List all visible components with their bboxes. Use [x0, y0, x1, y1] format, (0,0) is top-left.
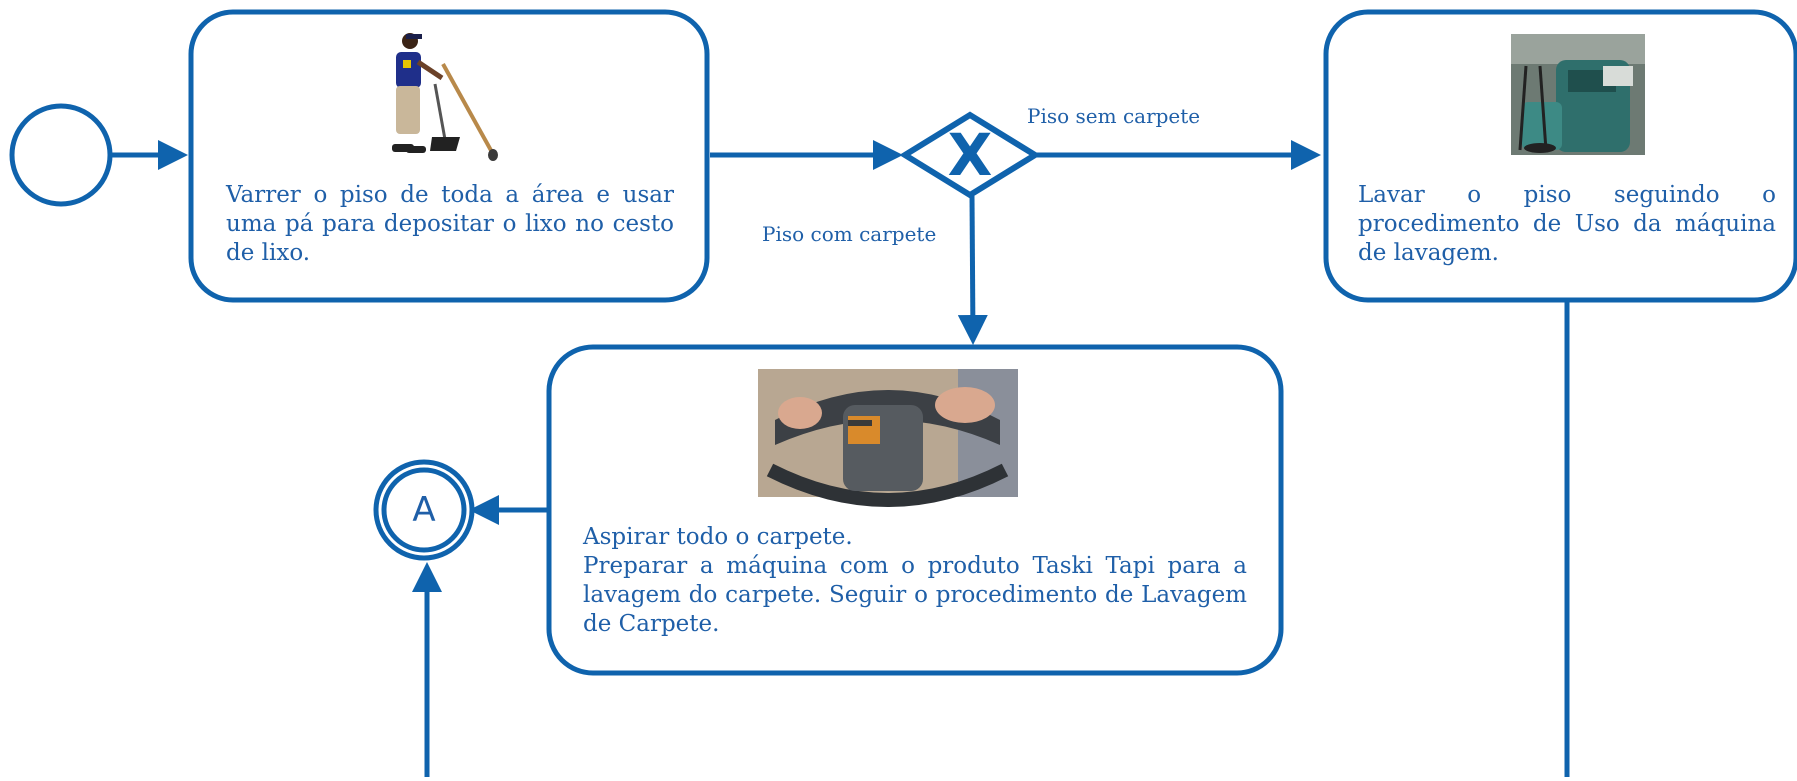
task-carpet-line1: Aspirar todo o carpete.	[583, 524, 853, 550]
person-sweeping-icon	[392, 33, 498, 161]
connector-letter: A	[412, 490, 436, 530]
exclusive-gateway	[899, 111, 1041, 199]
task-wash-floor-box	[1323, 9, 1797, 303]
task-sweep-text: Varrer o piso de toda a área e usar uma …	[226, 182, 674, 266]
connector-inner-ring	[381, 467, 467, 553]
task-sweep-box	[188, 9, 710, 303]
gateway-x-mark: X	[947, 121, 993, 189]
task-carpet-line2: Preparar a máquina com o produto Taski T…	[583, 553, 1247, 637]
connector-outer-ring	[373, 459, 475, 561]
flow-label-with-carpet: Piso com carpete	[762, 222, 937, 246]
flow-gateway-to-carpet	[957, 195, 988, 345]
task-carpet-text: Aspirar todo o carpete. Preparar a máqui…	[583, 523, 1247, 639]
flow-label-no-carpet: Piso sem carpete	[1027, 104, 1201, 128]
carpet-machine-handle-icon	[758, 369, 1018, 507]
start-event	[9, 103, 113, 207]
floor-scrubber-machine-icon	[1511, 34, 1645, 155]
task-wash-floor-text: Lavar o piso seguindo o procedimento de …	[1358, 182, 1776, 266]
